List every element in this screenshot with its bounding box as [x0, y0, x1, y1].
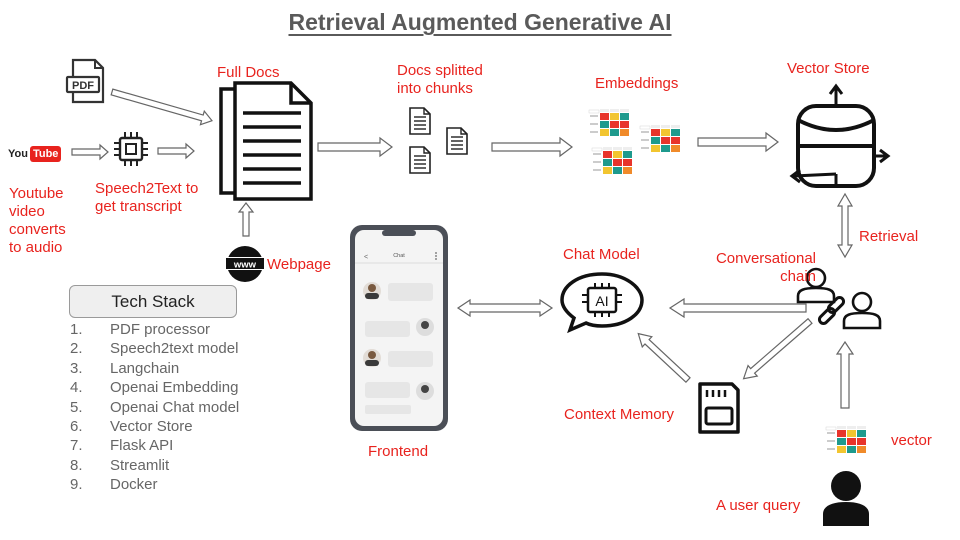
- embedding-heatmap-icon: [591, 146, 633, 175]
- arrow-frontend-chat-model: [456, 298, 554, 318]
- arrow-chain-to-memory: [742, 317, 813, 380]
- arrow-vector-store-chain: [836, 192, 854, 259]
- label-embeddings: Embeddings: [595, 75, 679, 92]
- phone-frontend-mockup: < Chat: [350, 225, 448, 431]
- label-webpage: Webpage: [267, 256, 331, 273]
- user-icon: [823, 471, 869, 526]
- documents-icon: [219, 81, 313, 201]
- label-user-query: A user query: [716, 497, 801, 514]
- tech-stack-heading: Tech Stack: [69, 285, 237, 318]
- list-item: 1.PDF processor: [70, 321, 211, 338]
- chunk-document-icon: [409, 146, 431, 174]
- arrow-vector-to-chain: [835, 340, 855, 409]
- arrow-youtube-to-speech2text: [71, 143, 109, 161]
- arrow-pdf-to-docs: [110, 88, 213, 126]
- label-vector: vector: [891, 432, 932, 449]
- pdf-icon: PDF: [65, 58, 105, 104]
- embedding-heatmap-icon: [588, 108, 630, 137]
- chunk-document-icon: [446, 127, 468, 155]
- label-full-docs: Full Docs: [217, 64, 280, 81]
- label-context-memory: Context Memory: [564, 406, 675, 423]
- arrow-chunks-to-embeddings: [491, 136, 573, 158]
- svg-text:www: www: [233, 260, 257, 271]
- list-item: 3.Langchain: [70, 359, 180, 377]
- ai-chat-bubble-icon: AI: [560, 272, 644, 334]
- diagram-title: Retrieval Augmented Generative AI: [288, 9, 672, 35]
- vector-heatmap-icon: [825, 425, 867, 454]
- webpage-globe-icon: www: [224, 246, 266, 282]
- label-frontend: Frontend: [368, 443, 429, 460]
- chunk-document-icon: [409, 107, 431, 135]
- list-item: 6.Vector Store: [70, 417, 193, 435]
- label-chat-model: Chat Model: [563, 246, 640, 263]
- arrow-memory-to-chat-model: [637, 332, 691, 384]
- list-item: 7.Flask API: [70, 437, 174, 455]
- list-item: 4.Openai Embedding: [70, 379, 239, 397]
- list-item: 5.Openai Chat model: [70, 398, 240, 416]
- svg-text:Chat: Chat: [393, 253, 405, 259]
- arrow-speech2text-to-docs: [157, 142, 195, 160]
- svg-text:AI: AI: [595, 293, 608, 309]
- svg-text:PDF: PDF: [72, 80, 94, 92]
- list-item: 8.Streamlit: [70, 456, 170, 474]
- label-vector-store: Vector Store: [787, 60, 870, 77]
- list-item: 2.Speech2text model: [70, 340, 239, 358]
- label-retrieval: Retrieval: [859, 228, 919, 245]
- arrow-embeddings-to-vector-store: [697, 131, 779, 153]
- memory-card-icon: [698, 382, 740, 434]
- arrow-webpage-to-docs: [237, 202, 255, 237]
- arrow-docs-to-chunks: [317, 136, 393, 158]
- list-item: 9.Docker: [70, 476, 158, 494]
- tech-stack-list: 1.PDF processor 2.Speech2text model 3.La…: [70, 320, 239, 495]
- database-icon: [789, 83, 891, 188]
- embedding-heatmap-icon: [639, 124, 681, 153]
- svg-text:<: <: [364, 254, 368, 261]
- conversational-chain-icon: [796, 267, 882, 330]
- chip-icon: [114, 132, 148, 166]
- arrow-chain-to-chat-model: [668, 297, 807, 319]
